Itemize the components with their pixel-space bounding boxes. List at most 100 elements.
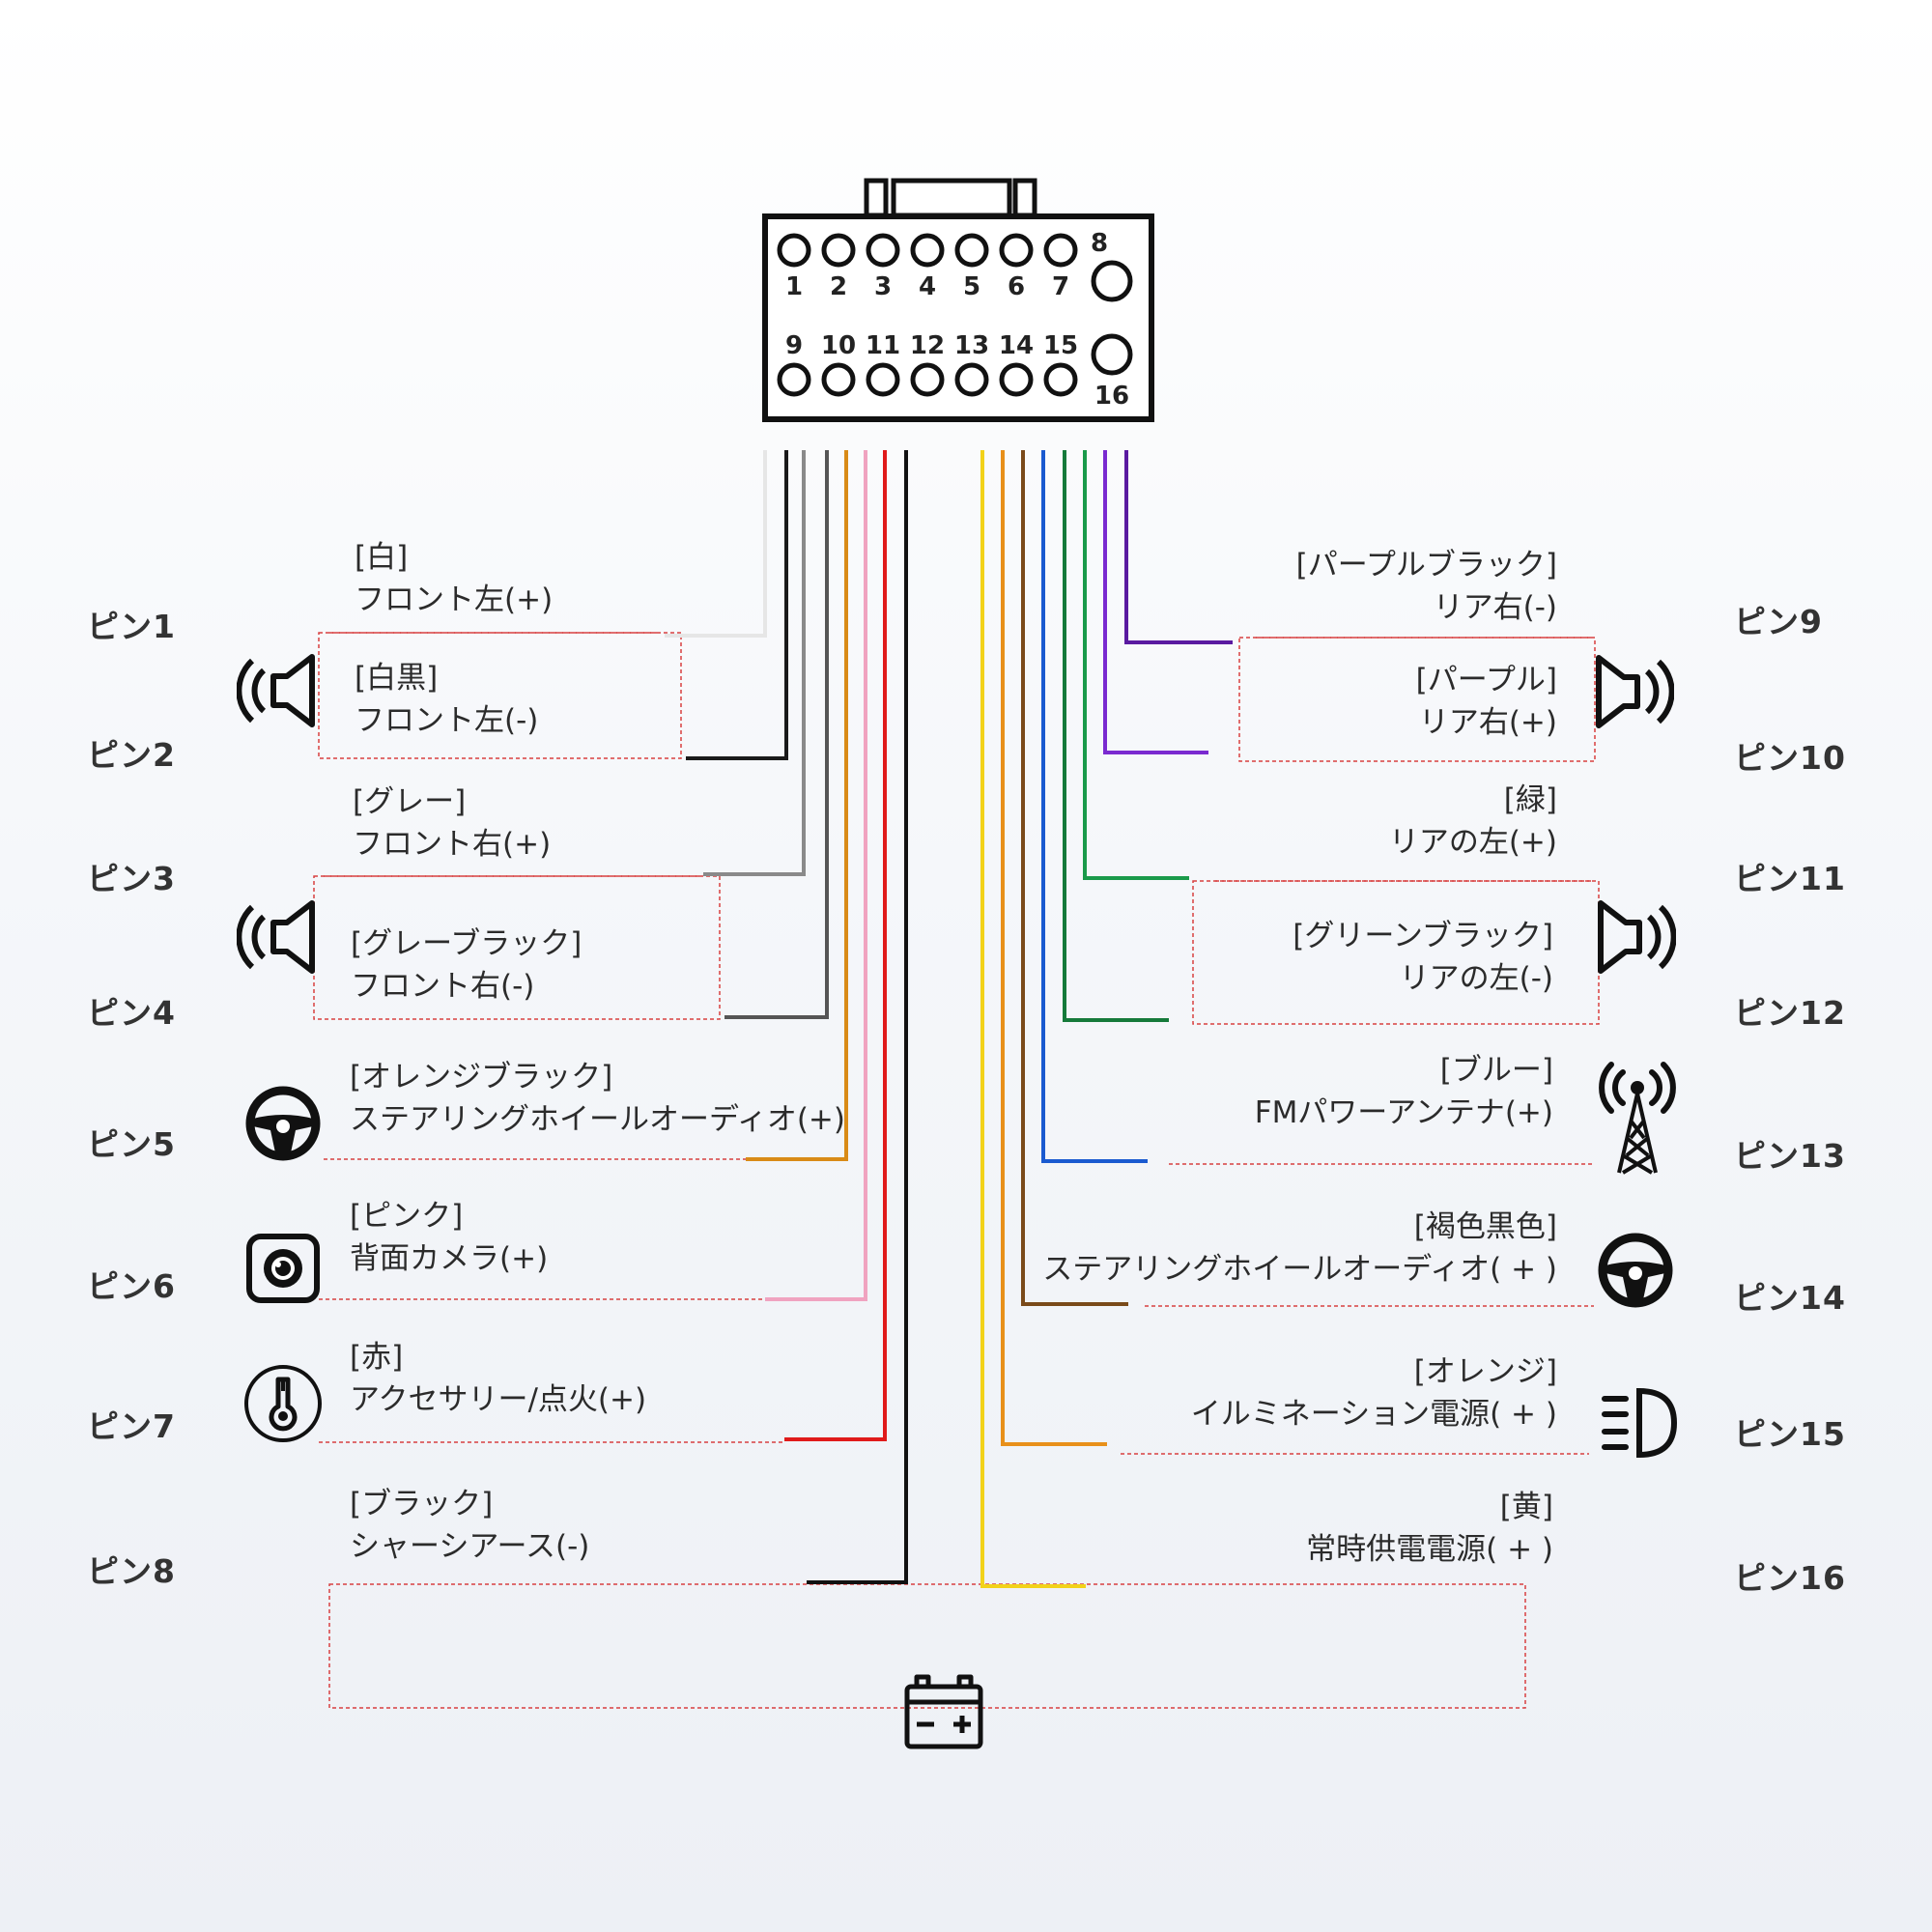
pin-name-4: ピン4 — [87, 994, 176, 1032]
pin-hole — [1043, 362, 1078, 397]
pin-hole — [999, 233, 1034, 268]
pin-name-7: ピン7 — [87, 1407, 176, 1445]
label-pin8: [ブラック] シャーシアース(-) — [350, 1483, 589, 1568]
pin7-function: アクセサリー/点火(+) — [350, 1382, 647, 1417]
pin-number: 16 — [1094, 382, 1129, 411]
speaker-icon — [236, 649, 320, 732]
pin8-color: [ブラック] — [350, 1487, 494, 1521]
pin12-color: [グリーンブラック] — [1293, 919, 1553, 953]
pin3-color: [グレー] — [353, 784, 467, 819]
pin-name-12: ピン12 — [1734, 994, 1846, 1032]
pin-hole — [866, 362, 900, 397]
pin6-function: 背面カメラ(+) — [350, 1241, 549, 1276]
pin-hole — [777, 362, 811, 397]
battery-icon — [903, 1671, 984, 1752]
pin-number: 3 — [874, 272, 892, 301]
steering-wheel-icon — [242, 1082, 325, 1165]
label-pin7: [赤] アクセサリー/点火(+) — [350, 1336, 646, 1421]
label-pin14: [褐色黒色] ステアリングホイールオーディオ( + ) — [1042, 1206, 1557, 1291]
pin-name-2: ピン2 — [87, 736, 176, 774]
pin-number: 2 — [830, 272, 847, 301]
label-pin9: [パープルブラック] リア右(-) — [1296, 544, 1557, 629]
pin14-function: ステアリングホイールオーディオ( + ) — [1042, 1252, 1557, 1287]
pin-name-3: ピン3 — [87, 860, 176, 897]
pin9-color: [パープルブラック] — [1295, 548, 1557, 582]
pin2-color: [白黒] — [355, 661, 439, 696]
pin-hole — [821, 233, 856, 268]
wire-pin14 — [1021, 450, 1128, 1306]
pin-number: 8 — [1091, 229, 1108, 258]
pin-name-6: ピン6 — [87, 1267, 176, 1305]
wire-pin15 — [1001, 450, 1107, 1446]
pin9-function: リア右(-) — [1433, 590, 1557, 625]
pin-number: 9 — [785, 331, 803, 360]
pin11-function: リアの左(+) — [1388, 825, 1557, 860]
label-pin12: [グリーンブラック] リアの左(-) — [1293, 915, 1553, 1000]
steering-wheel-icon — [1594, 1229, 1677, 1312]
label-pin3: [グレー] フロント右(+) — [353, 781, 551, 866]
wire-pin10 — [1103, 450, 1208, 754]
wire-pin2 — [686, 450, 788, 760]
label-pin5: [オレンジブラック] ステアリングホイールオーディオ(+) — [350, 1056, 845, 1141]
pin-name-5: ピン5 — [87, 1125, 176, 1163]
pin10-color: [パープル] — [1415, 663, 1557, 697]
pin-number: 10 — [821, 331, 856, 360]
wire-pin1 — [665, 450, 767, 638]
pin5-color: [オレンジブラック] — [350, 1060, 613, 1094]
pin-hole — [954, 233, 989, 268]
wire-pin9 — [1124, 450, 1233, 644]
pin-name-14: ピン14 — [1734, 1279, 1846, 1317]
pin-hole — [866, 233, 900, 268]
pin8-function: シャーシアース(-) — [350, 1529, 590, 1564]
pin-name-13: ピン13 — [1734, 1137, 1846, 1175]
wires — [665, 450, 1233, 1588]
label-pin15: [オレンジ] イルミネーション電源( + ) — [1191, 1350, 1557, 1435]
pin5-function: ステアリングホイールオーディオ(+) — [350, 1102, 845, 1137]
pin13-color: [ブルー] — [1439, 1053, 1553, 1088]
label-pin13: [ブルー] FMパワーアンテナ(+) — [1255, 1049, 1553, 1134]
pin-name-16: ピン16 — [1734, 1559, 1846, 1597]
wire-pin3 — [703, 450, 806, 876]
speaker-icon — [1591, 650, 1675, 733]
pin-name-9: ピン9 — [1734, 603, 1823, 640]
pin-hole — [1091, 333, 1133, 376]
pin4-color: [グレーブラック] — [351, 926, 582, 961]
pin-number: 7 — [1052, 272, 1069, 301]
pin12-function: リアの左(-) — [1399, 961, 1553, 996]
pin-number: 12 — [910, 331, 945, 360]
antenna-icon — [1594, 1061, 1681, 1177]
pin-name-11: ピン11 — [1734, 860, 1846, 897]
label-pin10: [パープル] リア右(+) — [1416, 659, 1557, 744]
pin-number: 14 — [999, 331, 1034, 360]
pin11-color: [緑] — [1503, 782, 1557, 817]
wire-pin13 — [1041, 450, 1148, 1163]
pin-name-15: ピン15 — [1734, 1415, 1846, 1453]
pin3-function: フロント右(+) — [353, 827, 552, 862]
pin-name-10: ピン10 — [1734, 739, 1846, 777]
pin-number: 6 — [1008, 272, 1025, 301]
headlight-icon — [1599, 1381, 1682, 1464]
wire-pin11 — [1083, 450, 1189, 880]
pin-hole — [821, 362, 856, 397]
pin-name-8: ピン8 — [87, 1552, 176, 1590]
pin-hole — [954, 362, 989, 397]
pin14-color: [褐色黒色] — [1413, 1209, 1557, 1244]
label-pin16: [黄] 常時供電電源( + ) — [1306, 1486, 1553, 1571]
pin-hole — [777, 233, 811, 268]
wire-pin7 — [784, 450, 887, 1441]
pin7-color: [赤] — [350, 1340, 404, 1375]
pin16-function: 常時供電電源( + ) — [1306, 1532, 1553, 1567]
pin15-color: [オレンジ] — [1413, 1354, 1557, 1389]
wire-pin4 — [724, 450, 829, 1019]
pin-hole — [910, 362, 945, 397]
pin-hole — [999, 362, 1034, 397]
label-pin1: [白] フロント左(+) — [355, 536, 553, 621]
label-pin2: [白黒] フロント左(-) — [355, 657, 538, 742]
group-boxes — [313, 632, 1600, 1709]
pin-hole — [910, 233, 945, 268]
pin1-function: フロント左(+) — [355, 582, 554, 617]
pin1-color: [白] — [355, 540, 409, 575]
pin-hole — [1043, 233, 1078, 268]
